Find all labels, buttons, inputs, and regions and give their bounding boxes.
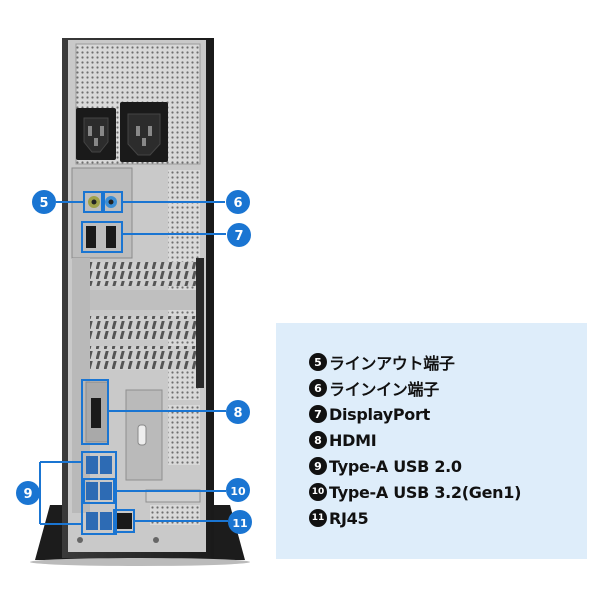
legend-label: RJ45 xyxy=(329,508,369,528)
legend-number: 10 xyxy=(309,483,327,501)
legend-panel: 5 ラインアウト端子 6 ラインイン端子 7 DisplayPort 8 HDM… xyxy=(276,323,587,559)
callout-6: 6 xyxy=(226,190,250,214)
usb3-port-1 xyxy=(86,482,98,500)
legend-item-usb3: 10 Type-A USB 3.2(Gen1) xyxy=(309,479,587,505)
expansion-slot-1 xyxy=(90,262,198,286)
usb3-port-2 xyxy=(100,482,112,500)
legend-label: DisplayPort xyxy=(329,404,430,424)
displayport-1 xyxy=(86,226,96,248)
legend-number: 5 xyxy=(309,353,327,371)
svg-text:11: 11 xyxy=(232,517,247,530)
legend-item-hdmi: 8 HDMI xyxy=(309,427,587,453)
callout-9: 9 xyxy=(16,481,40,505)
legend-number: 6 xyxy=(309,379,327,397)
legend-item-line-out: 5 ラインアウト端子 xyxy=(309,349,587,375)
callout-7: 7 xyxy=(227,223,251,247)
legend-number: 7 xyxy=(309,405,327,423)
callout-11: 11 xyxy=(228,510,252,534)
legend-number: 11 xyxy=(309,509,327,527)
legend-item-displayport: 7 DisplayPort xyxy=(309,401,587,427)
svg-text:7: 7 xyxy=(234,229,243,244)
usb2-port-4 xyxy=(100,512,112,530)
legend-item-usb2: 9 Type-A USB 2.0 xyxy=(309,453,587,479)
leader-lines xyxy=(39,191,228,535)
legend-number: 9 xyxy=(309,457,327,475)
legend-label: Type-A USB 3.2(Gen1) xyxy=(329,482,522,502)
legend-number: 8 xyxy=(309,431,327,449)
legend-label: Type-A USB 2.0 xyxy=(329,456,462,476)
expansion-slot-3 xyxy=(90,346,198,370)
displayport-2 xyxy=(106,226,116,248)
svg-text:8: 8 xyxy=(233,406,242,421)
usb2-port-1 xyxy=(86,456,98,474)
callout-8: 8 xyxy=(226,400,250,424)
legend-item-line-in: 6 ラインイン端子 xyxy=(309,375,587,401)
legend-label: ラインイン端子 xyxy=(329,380,439,399)
svg-text:9: 9 xyxy=(23,487,32,502)
callout-5: 5 xyxy=(32,190,56,214)
legend-item-rj45: 11 RJ45 xyxy=(309,505,587,531)
svg-text:6: 6 xyxy=(233,196,242,211)
legend-label: HDMI xyxy=(329,430,377,450)
legend-label: ラインアウト端子 xyxy=(329,354,455,373)
usb2-port-3 xyxy=(86,512,98,530)
usb2-port-2 xyxy=(100,456,112,474)
hdmi-port xyxy=(91,398,101,428)
expansion-slot-2 xyxy=(90,316,198,340)
rj45-port xyxy=(116,513,132,529)
svg-text:10: 10 xyxy=(230,485,246,498)
svg-text:5: 5 xyxy=(39,196,48,211)
callout-10: 10 xyxy=(226,478,250,502)
